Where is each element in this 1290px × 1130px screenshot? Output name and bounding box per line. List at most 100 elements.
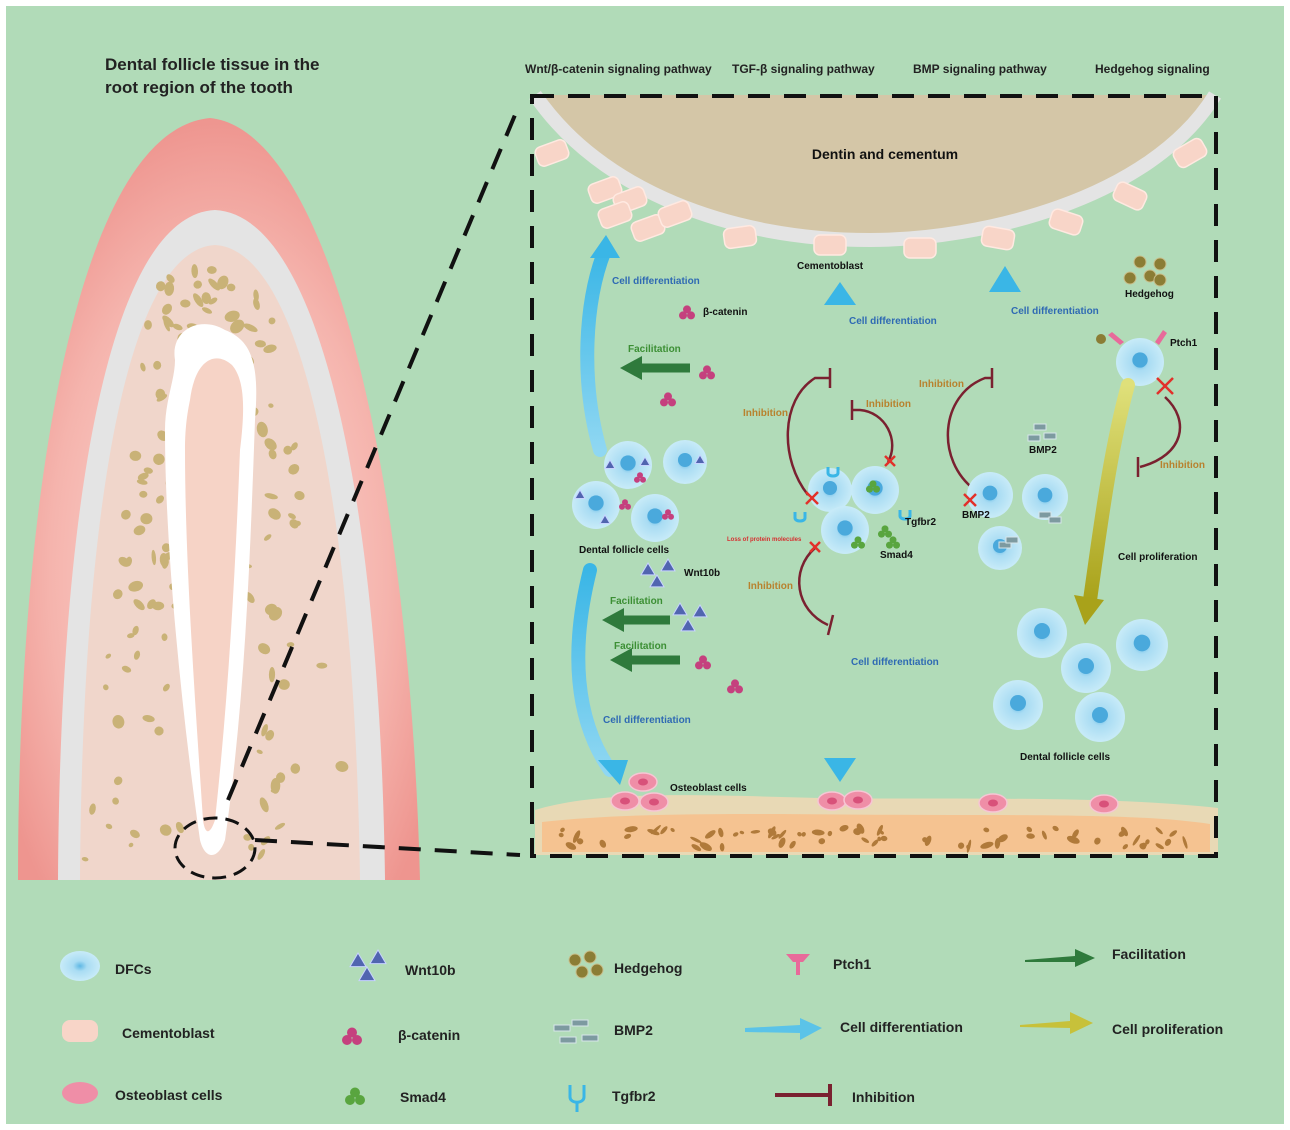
legend-hedgehog-dot [584, 951, 596, 963]
molecule-dot [882, 525, 889, 532]
molecule-dot [683, 305, 691, 313]
hedgehog-molecule [1154, 274, 1166, 286]
molecule-dot [855, 536, 862, 543]
dfc-nucleus [823, 481, 837, 495]
molecule-dot [664, 392, 672, 400]
hedgehog-label: Hedgehog [1125, 289, 1174, 300]
legend-dfcs: DFCs [115, 961, 152, 977]
legend-bmp2-rect [554, 1025, 570, 1031]
beta-catenin-label: β-catenin [703, 307, 747, 318]
osteoblast-nucleus [988, 800, 998, 807]
legend-hedgehog-dot [591, 964, 603, 976]
pathway-hh-header: Hedgehog signaling [1095, 62, 1210, 76]
osteoblast-label: Osteoblast cells [670, 783, 747, 794]
dfc-nucleus [1132, 352, 1147, 367]
molecule-dot [665, 509, 671, 515]
wnt-diff-up-label: Cell differentiation [612, 276, 700, 287]
molecule-dot [699, 655, 707, 663]
dfc-nucleus [620, 455, 635, 470]
legend-bmp2-rect [560, 1037, 576, 1043]
bmp-inhibition-label: Inhibition [919, 379, 964, 390]
tgf-diff-up-label: Cell differentiation [849, 316, 937, 327]
bmp-diff-up-label: Cell differentiation [1011, 306, 1099, 317]
molecule-dot [890, 536, 897, 543]
molecule-dot [731, 679, 739, 687]
dental-follicle-cells-left-label: Dental follicle cells [579, 545, 669, 556]
bmp2-molecule [1028, 435, 1040, 441]
bmp2-top-label: BMP2 [1029, 445, 1057, 456]
dfc-nucleus [678, 453, 692, 467]
tgf-inhibition-label-3: Inhibition [748, 581, 793, 592]
pathway-bmp-header: BMP signaling pathway [913, 62, 1047, 76]
legend-bmp2: BMP2 [614, 1022, 653, 1038]
legend-cell-differentiation: Cell differentiation [840, 1019, 963, 1035]
dfc-nucleus [1078, 658, 1094, 674]
hedgehog-molecule [1124, 272, 1136, 284]
bmp2-cell-label: BMP2 [962, 510, 990, 521]
wnt10b-label: Wnt10b [684, 568, 720, 579]
legend-beta-catenin: β-catenin [398, 1027, 460, 1043]
osteoblast-nucleus [1099, 801, 1109, 808]
tgf-diff-down-label: Cell differentiation [851, 657, 939, 668]
title-line-2: root region of the tooth [105, 78, 293, 97]
bmp2-molecule [1006, 537, 1018, 543]
dfc-nucleus [1038, 488, 1053, 503]
molecule-dot [703, 365, 711, 373]
dfc-nucleus [983, 486, 998, 501]
hedgehog-molecule [1134, 256, 1146, 268]
hedgehog-molecule [1154, 258, 1166, 270]
legend-hedgehog-dot [576, 966, 588, 978]
legend-cementoblast-icon [62, 1020, 98, 1042]
osteoblast-nucleus [853, 797, 863, 804]
legend-inhibition: Inhibition [852, 1089, 915, 1105]
legend-wnt10b: Wnt10b [405, 962, 456, 978]
ptch1-label: Ptch1 [1170, 338, 1198, 349]
bmp2-molecule [1049, 517, 1061, 523]
hedgehog-molecule [1096, 334, 1106, 344]
osteoblast-nucleus [620, 798, 630, 805]
legend-osteoblast-icon [62, 1082, 98, 1104]
dfc-nucleus [647, 508, 662, 523]
proliferation-label: Cell proliferation [1118, 552, 1197, 563]
fac2-label: Facilitation [610, 596, 663, 607]
title-line-1: Dental follicle tissue in the [105, 55, 319, 74]
molecule-dot [622, 499, 628, 505]
fac1-label: Facilitation [628, 344, 681, 355]
legend-bmp2-rect [582, 1035, 598, 1041]
wnt-diff-down-label: Cell differentiation [603, 715, 691, 726]
osteoblast-nucleus [638, 779, 648, 786]
tgfbr2-label: Tgfbr2 [905, 517, 937, 528]
cementoblast-label: Cementoblast [797, 261, 864, 272]
bone-spot [140, 513, 152, 524]
loss-label: Loss of protein molecules [727, 537, 802, 543]
legend-facilitation: Facilitation [1112, 946, 1186, 962]
legend-ptch1: Ptch1 [833, 956, 871, 972]
legend-hedgehog-dot [569, 954, 581, 966]
legend-smad4: Smad4 [400, 1089, 446, 1105]
tgf-inhibition-label-1: Inhibition [743, 408, 788, 419]
molecule-dot [870, 480, 877, 487]
dfc-nucleus [1010, 695, 1026, 711]
pathway-wnt-header: Wnt/β-catenin signaling pathway [525, 62, 712, 76]
dfc-nucleus [1092, 707, 1108, 723]
fac3-label: Facilitation [614, 641, 667, 652]
cementoblast-cell [904, 238, 936, 258]
bmp2-molecule [1034, 424, 1046, 430]
hh-inhibition-label: Inhibition [1160, 460, 1205, 471]
legend-dfc-icon [60, 951, 100, 981]
legend-tgfbr2: Tgfbr2 [612, 1088, 656, 1104]
legend-osteoblast: Osteoblast cells [115, 1087, 223, 1103]
dfc-nucleus [588, 495, 603, 510]
cementoblast-cell [814, 235, 846, 255]
molecule-dot [347, 1028, 357, 1038]
cementoblast-cell [723, 225, 757, 249]
dfc-nucleus [1134, 635, 1151, 652]
dental-follicle-cells-right-label: Dental follicle cells [1020, 752, 1110, 763]
pathway-tgf-header: TGF-β signaling pathway [732, 62, 875, 76]
legend-hedgehog: Hedgehog [614, 960, 682, 976]
tgf-inhibition-label-2: Inhibition [866, 399, 911, 410]
legend-cementoblast: Cementoblast [122, 1025, 215, 1041]
alveolar-bone [542, 814, 1210, 852]
dfc-nucleus [1034, 623, 1050, 639]
molecule-dot [637, 472, 643, 478]
